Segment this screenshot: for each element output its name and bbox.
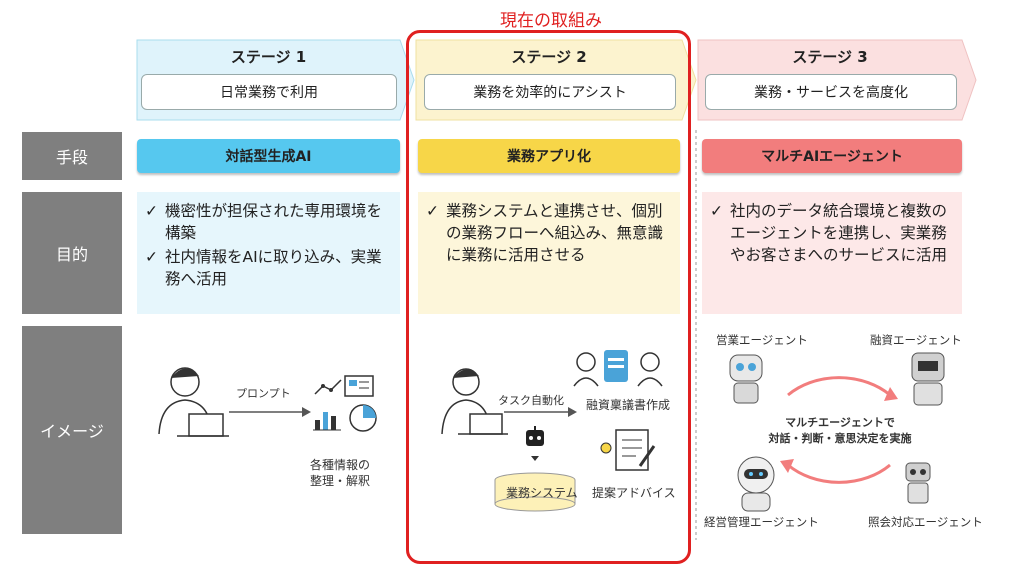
management-agent-label: 経営管理エージェント: [704, 515, 819, 529]
stage1-subtitle: 日常業務で利用: [141, 74, 397, 110]
current-initiative-frame: [406, 30, 691, 564]
prompt-label: プロンプト: [236, 387, 291, 400]
stage1-title: ステージ 1: [230, 48, 307, 66]
center-line2: 対話・判断・意思決定を実施: [768, 432, 912, 445]
stage3-purpose: 社内のデータ統合環境と複数のエージェントを連携し、実業務やお客さまへのサービスに…: [708, 200, 958, 268]
stage2-title: ステージ 2: [511, 48, 587, 66]
stage2-means: 業務アプリ化: [418, 139, 680, 173]
sales-agent-robot-icon: [729, 354, 763, 404]
stage1-purpose: 機密性が担保された専用環境を構築 社内情報をAIに取り込み、実業務へ活用: [143, 200, 395, 292]
robot-icon: [526, 426, 544, 461]
automation-label: タスク自動化: [498, 394, 564, 407]
loan-agent-label: 融資エージェント: [870, 333, 962, 347]
cycle-arrow: [787, 376, 891, 397]
person-laptop-icon: [441, 368, 508, 435]
stage3-subtitle: 業務・サービスを高度化: [705, 74, 957, 110]
purpose-item: 機密性が担保された専用環境を構築: [143, 200, 395, 244]
purpose-item: 社内のデータ統合環境と複数のエージェントを連携し、実業務やお客さまへのサービスに…: [708, 200, 958, 266]
stage2-illustration: [441, 350, 663, 512]
stage2-subtitle: 業務を効率的にアシスト: [424, 74, 676, 110]
center-line1: マルチエージェントで: [785, 416, 895, 429]
sales-agent-label: 営業エージェント: [716, 333, 808, 347]
stage1-illustration: [158, 367, 377, 437]
advice-document-icon: [600, 429, 656, 471]
management-agent-robot-icon: [737, 456, 775, 512]
stage1-means: 対話型生成AI: [137, 139, 400, 173]
row-label-purpose: 目的: [22, 192, 122, 314]
person-laptop-icon: [158, 367, 229, 437]
stage2-purpose: 業務システムと連携させ、個別の業務フローへ組込み、無意識に業務に活用させる: [424, 200, 676, 268]
inquiry-agent-label: 照会対応エージェント: [868, 515, 983, 529]
loan-agent-robot-icon: [911, 352, 945, 406]
advice-label: 提案アドバイス: [592, 486, 676, 500]
inquiry-agent-robot-icon: [905, 462, 931, 504]
stage3-title: ステージ 3: [792, 48, 868, 66]
row-label-image: イメージ: [22, 326, 122, 534]
stage3-means: マルチAIエージェント: [702, 139, 962, 173]
info-caption-line1: 各種情報の: [309, 458, 370, 472]
loan-doc-label: 融資稟議書作成: [586, 398, 671, 412]
stage3-illustration: [729, 352, 945, 512]
chart-icon: [313, 375, 377, 432]
info-caption-line2: 整理・解釈: [309, 474, 370, 488]
database-icon: [494, 472, 576, 512]
purpose-item: 社内情報をAIに取り込み、実業務へ活用: [143, 246, 395, 290]
staff-document-icon: [573, 350, 663, 387]
row-label-means: 手段: [22, 132, 122, 180]
purpose-item: 業務システムと連携させ、個別の業務フローへ組込み、無意識に業務に活用させる: [424, 200, 676, 266]
system-label: 業務システム: [506, 486, 578, 500]
current-initiative-label: 現在の取組み: [500, 11, 602, 31]
